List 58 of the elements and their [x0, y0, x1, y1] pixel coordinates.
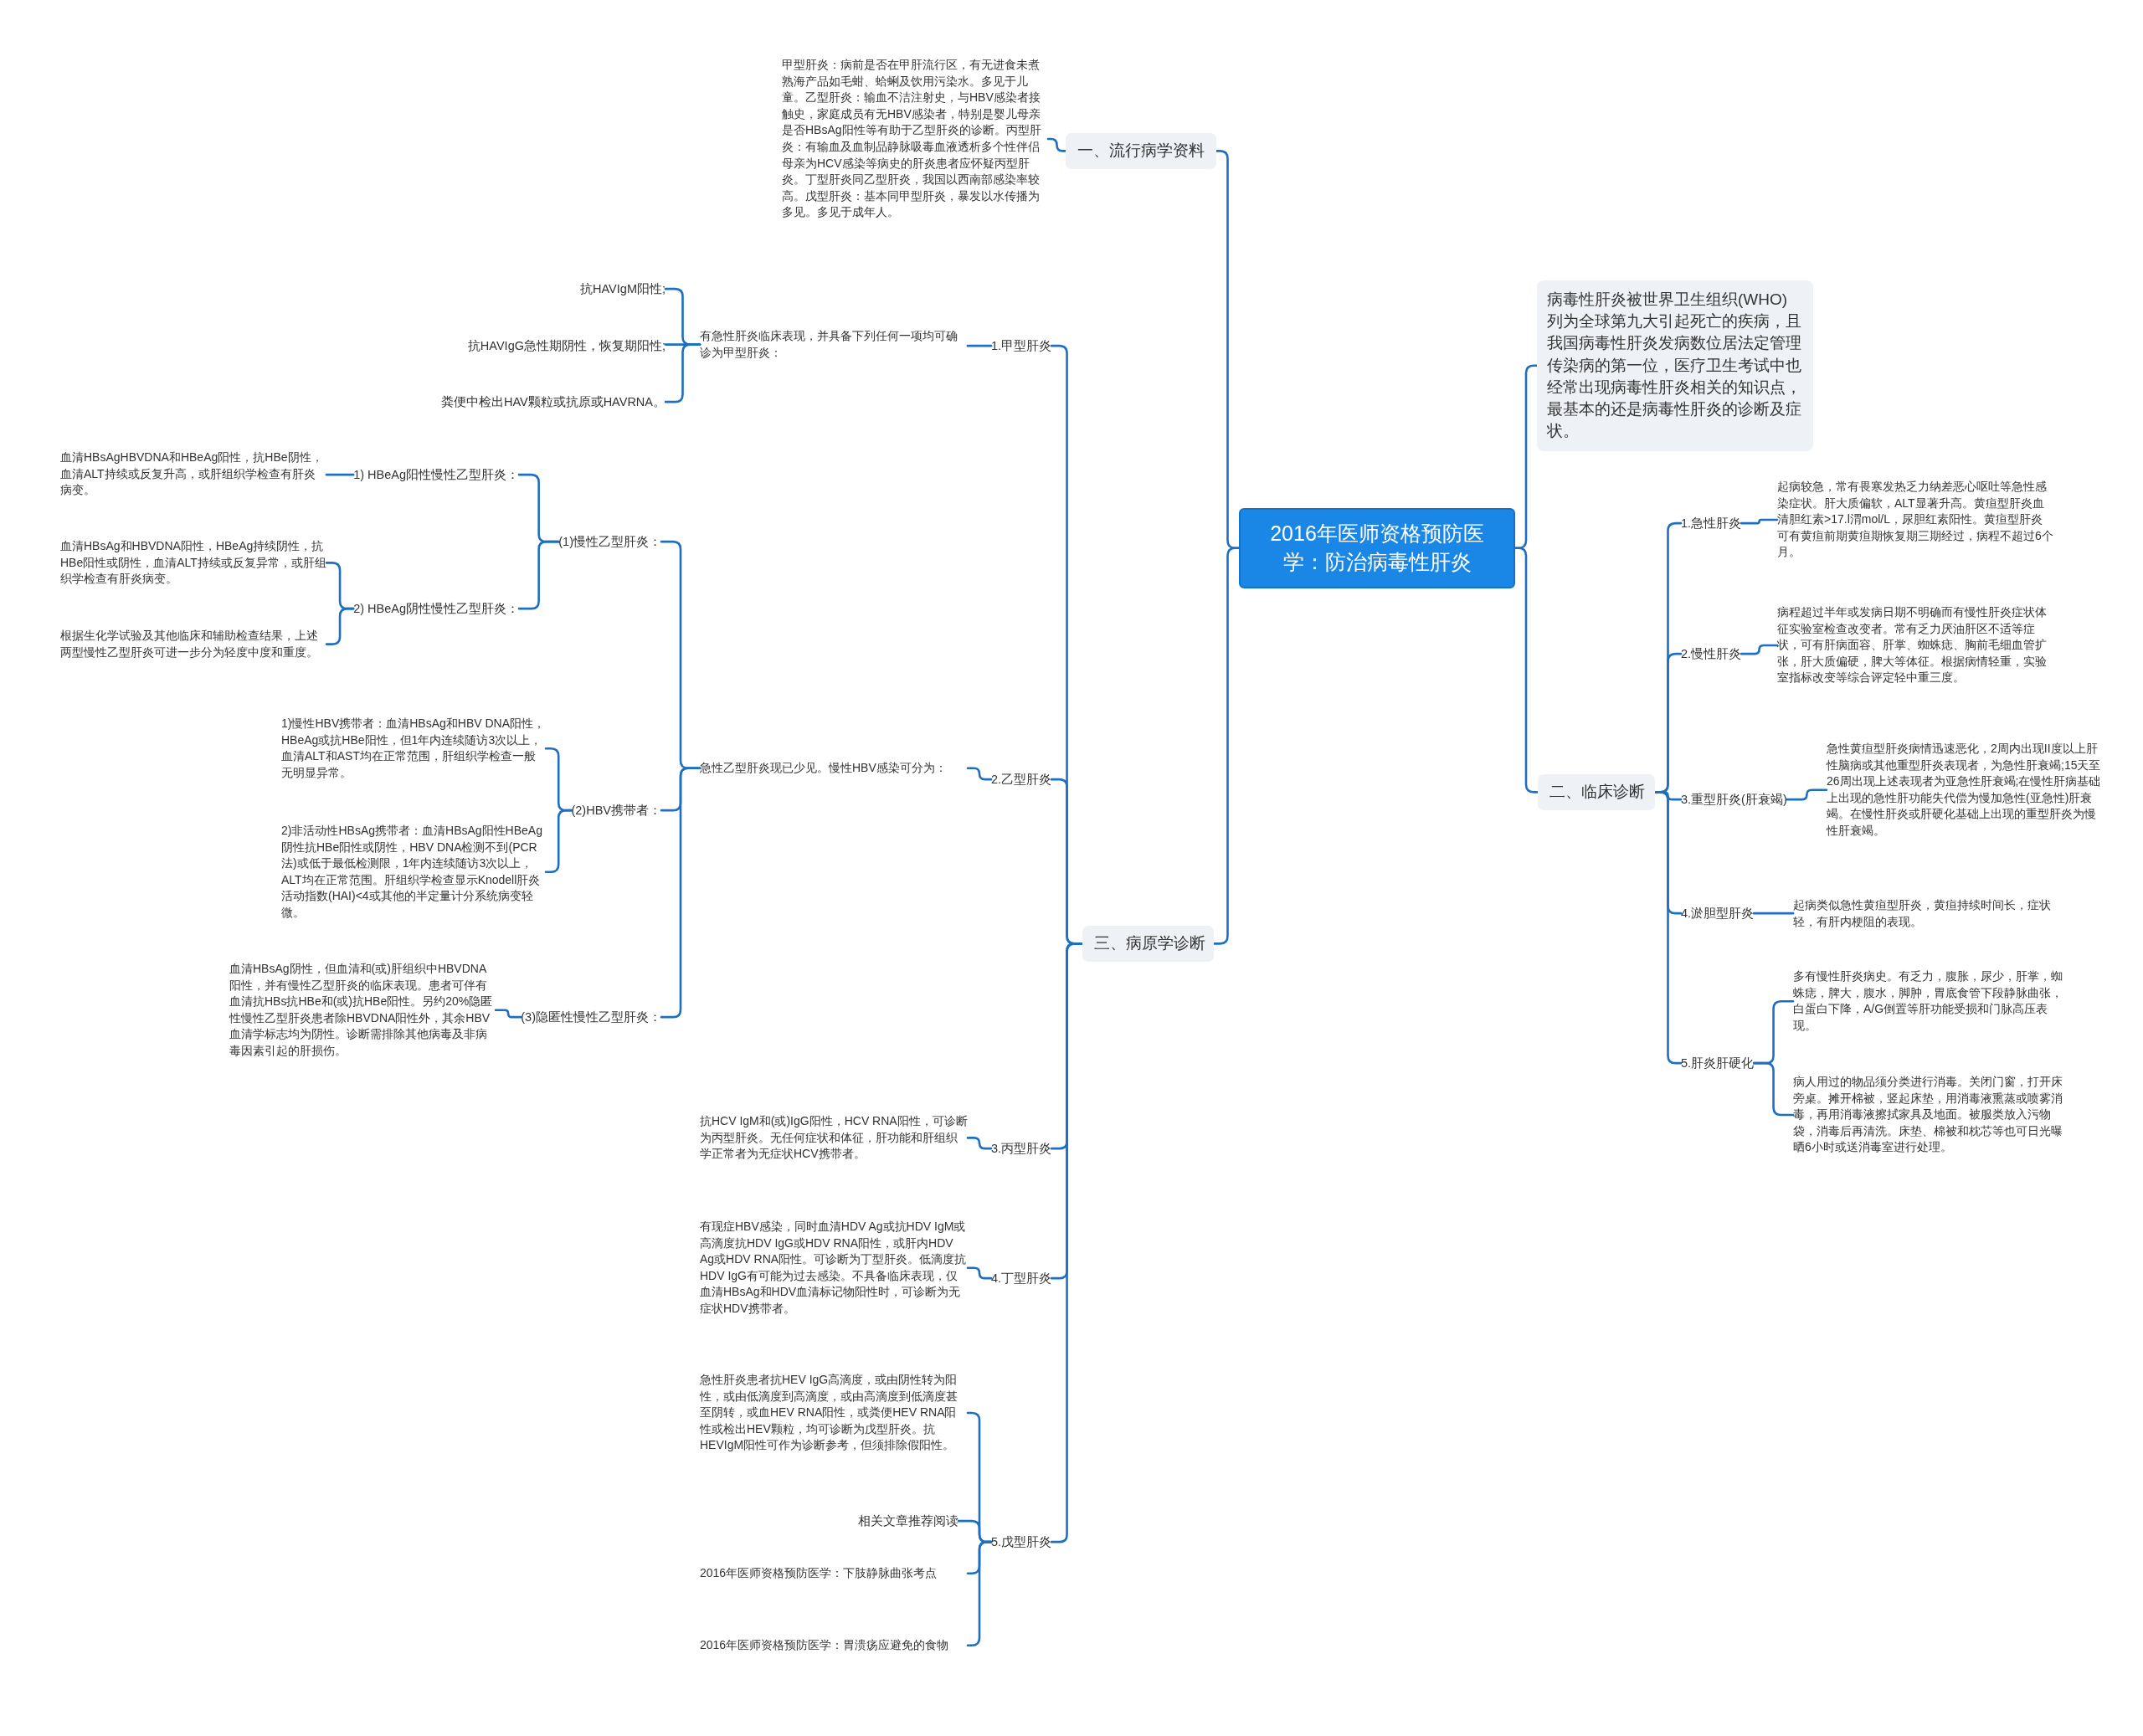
detail-text: 1)慢性HBV携带者：血清HBsAg和HBV DNA阳性，HBeAg或抗HBe阳性，但1年内连续随访3次以上，血清ALT和AST均在正常范围，肝组织学检查一般无明显异常。 — [281, 716, 546, 782]
central-topic: 2016年医师资格预防医学：防治病毒性肝炎 — [1239, 508, 1515, 588]
detail-text: 2016年医师资格预防医学：胃溃疡应避免的食物 — [700, 1637, 968, 1654]
branch-label: 1.急性肝炎 — [1681, 515, 1742, 532]
intro-note: 病毒性肝炎被世界卫生组织(WHO)列为全球第九大引起死亡的疾病，且我国病毒性肝炎发病数位居法定管理传染病的第一位，医疗卫生考试中也经常出现病毒性肝炎相关的知识点，最基本的还是病毒性肝炎的诊断及症状。 — [1537, 280, 1813, 451]
branch-label: 3.丙型肝炎 — [991, 1140, 1052, 1158]
connector-line — [325, 607, 355, 645]
connector-line — [1752, 912, 1795, 915]
detail-text: 起病较急，常有畏寒发热乏力纳差恶心呕吐等急性感染症状。肝大质偏软，ALT显著升高。黄疸型肝炎血清胆红素>17.l渭mol/L，尿胆红素阳性。黄疸型肝炎可有黄疸前期黄疸期恢复期三期经过，病程不超过6个月。 — [1777, 479, 2053, 561]
connector-line — [325, 473, 355, 476]
section-topic: 一、流行病学资料 — [1066, 133, 1216, 169]
detail-text: 有急性肝炎临床表现，并具备下列任何一项均可确诊为甲型肝炎： — [700, 328, 968, 362]
detail-text: 2016年医师资格预防医学：下肢静脉曲张考点 — [700, 1565, 968, 1582]
detail-text: 起病类似急性黄疸型肝炎，黄疸持续时间长，症状轻，有肝内梗阻的表现。 — [1793, 897, 2063, 931]
connector-line — [1046, 137, 1067, 152]
detail-text: 甲型肝炎：病前是否在甲肝流行区，有无进食未煮熟海产品如毛蚶、蛤蜊及饮用污染水。多见于儿童。乙型肝炎：输血不洁注射史，与HBV感染者接触史，家庭成员有无HBV感染者，特别是婴儿母亲是否HBsAg阳性等有助于乙型肝炎的诊断。丙型肝炎：有输血及血制品静脉吸毒血液透析多个性伴侣母亲为HCV感染等病史的肝炎患者应怀疑丙型肝炎。丁型肝炎同乙型肝炎，我国以西南部感染率较高。戊型肝炎：基本同甲型肝炎，暴发以水传播为多见。多见于成年人。 — [782, 57, 1048, 221]
branch-label: 抗HAVIgM阳性; — [580, 280, 666, 298]
connector-line — [966, 344, 993, 347]
branch-label: 4.淤胆型肝炎 — [1681, 905, 1755, 922]
branch-label: 5.肝炎肝硬化 — [1681, 1055, 1755, 1072]
branch-label: 相关文章推荐阅读 — [858, 1513, 958, 1530]
branch-label: 5.戊型肝炎 — [991, 1533, 1052, 1551]
branch-label: 1) HBeAg阳性慢性乙型肝炎： — [353, 466, 519, 484]
connector-line — [1212, 547, 1241, 945]
detail-text: 多有慢性肝炎病史。有乏力，腹胀，尿少，肝掌，蜘蛛痣，脾大，腹水，脚肿，胃底食管下段静脉曲张，白蛋白下降，A/G倒置等肝功能受损和门脉高压表现。 — [1793, 968, 2063, 1035]
branch-label: (2)HBV携带者： — [571, 802, 661, 819]
branch-label: 3.重型肝炎(肝衰竭) — [1681, 791, 1787, 809]
detail-text: 抗HCV IgM和(或)IgG阳性，HCV RNA阳性，可诊断为丙型肝炎。无任何症状和体征，肝功能和肝组织学正常者为无症状HCV携带者。 — [700, 1113, 968, 1163]
branch-label: 抗HAVIgG急性期阴性，恢复期阳性; — [467, 337, 666, 355]
detail-text: 血清HBsAg阴性，但血清和(或)肝组织中HBVDNA阳性，并有慢性乙型肝炎的临床表现。患者可伴有血清抗HBs抗HBe和(或)抗HBe阳性。另约20%隐匿性慢性乙型肝炎患者除HBVDNA阳性外，其余HBV血清学标志均为阴性。诊断需排除其他病毒及非病毒因素引起的肝损伤。 — [229, 961, 496, 1060]
section-topic: 二、临床诊断 — [1538, 774, 1655, 810]
detail-text: 有现症HBV感染，同时血清HDV Ag或抗HDV IgM或高滴度抗HDV IgG或HDV RNA阳性，或肝内HDV Ag或HDV RNA阳性。可诊断为丁型肝炎。低滴度抗HDV IgG有可能为过去感染。不具备临床表现，仅血清HBsAg和HDV血清标记物阳性时，可诊断为无症状HDV携带者。 — [700, 1219, 968, 1317]
branch-label: 1.甲型肝炎 — [991, 337, 1052, 355]
connector-line — [966, 767, 993, 781]
branch-label: (1)慢性乙型肝炎： — [558, 533, 661, 551]
branch-label: 4.丁型肝炎 — [991, 1270, 1052, 1287]
branch-label: 2) HBeAg阴性慢性乙型肝炎： — [353, 600, 519, 618]
detail-text: 急性肝炎患者抗HEV IgG高滴度，或由阴性转为阳性，或由低滴度到高滴度，或由高滴度到低滴度甚至阴转，或血HEV RNA阳性，或粪便HEV RNA阳性或检出HEV颗粒，均可诊断为戊型肝炎。抗HEVIgM阳性可作为诊断参考，但须排除假阳性。 — [700, 1372, 968, 1454]
detail-text: 血清HBsAg和HBVDNA阳性，HBeAg持续阴性，抗HBe阳性或阴性，血清ALT持续或反复异常，或肝组织学检查有肝炎病变。 — [60, 538, 326, 588]
connector-line — [966, 1137, 993, 1150]
section-topic: 三、病原学诊断 — [1082, 926, 1214, 962]
detail-text: 根据生化学试验及其他临床和辅助检查结果，上述两型慢性乙型肝炎可进一步分为轻度中度和重度。 — [60, 628, 326, 661]
connector-line — [1786, 788, 1828, 801]
detail-text: 病人用过的物品须分类进行消毒。关闭门窗，打开床旁桌。摊开棉被，竖起床垫，用消毒液熏蒸或喷雾消毒，再用消毒液擦拭家具及地面。被服类放入污物袋，消毒后再清洗。床垫、棉被和枕芯等也可日光曝晒6小时或送消毒室进行处理。 — [1793, 1074, 2063, 1156]
branch-label: 2.乙型肝炎 — [991, 771, 1052, 788]
detail-text: 急性黄疸型肝炎病情迅速恶化，2周内出现II度以上肝性脑病或其他重型肝炎表现者，为急性肝衰竭;15天至26周出现上述表现者为亚急性肝衰竭;在慢性肝病基础上出现的急性肝功能失代偿为慢加急性(亚急性)肝衰竭。在慢性肝炎或肝硬化基础上出现的重型肝炎为慢性肝衰竭。 — [1827, 741, 2103, 840]
branch-label: (3)隐匿性慢性乙型肝炎： — [521, 1009, 661, 1026]
connector-line — [494, 1009, 522, 1019]
detail-text: 急性乙型肝炎现已少见。慢性HBV感染可分为： — [700, 760, 968, 777]
detail-text: 血清HBsAgHBVDNA和HBeAg阳性，抗HBe阴性，血清ALT持续或反复升高，或肝组织学检查有肝炎病变。 — [60, 449, 326, 499]
connector-line — [1740, 518, 1779, 525]
detail-text: 2)非活动性HBsAg携带者：血清HBsAg阳性HBeAg阴性抗HBe阳性或阴性，HBV DNA检测不到(PCR法)或低于最低检测限，1年内连续随访3次以上，ALT均在正常范围。肝组织学检查显示Knodell肝炎活动指数(HAI)<4或其他的半定量计分系统病变轻微。 — [281, 823, 546, 922]
branch-label: 粪便中检出HAV颗粒或抗原或HAVRNA。 — [440, 393, 666, 411]
connector-line — [966, 1266, 993, 1280]
connector-line — [1513, 547, 1539, 794]
connector-line — [1740, 644, 1779, 655]
branch-label: 2.慢性肝炎 — [1681, 645, 1742, 663]
detail-text: 病程超过半年或发病日期不明确而有慢性肝炎症状体征实验室检查改变者。常有乏力厌油肝区不适等症状，可有肝病面容、肝掌、蜘蛛痣、胸前毛细血管扩张，肝大质偏硬，脾大等体征。根据病情轻重，实验室指标改变等综合评定轻中重三度。 — [1777, 604, 2053, 686]
